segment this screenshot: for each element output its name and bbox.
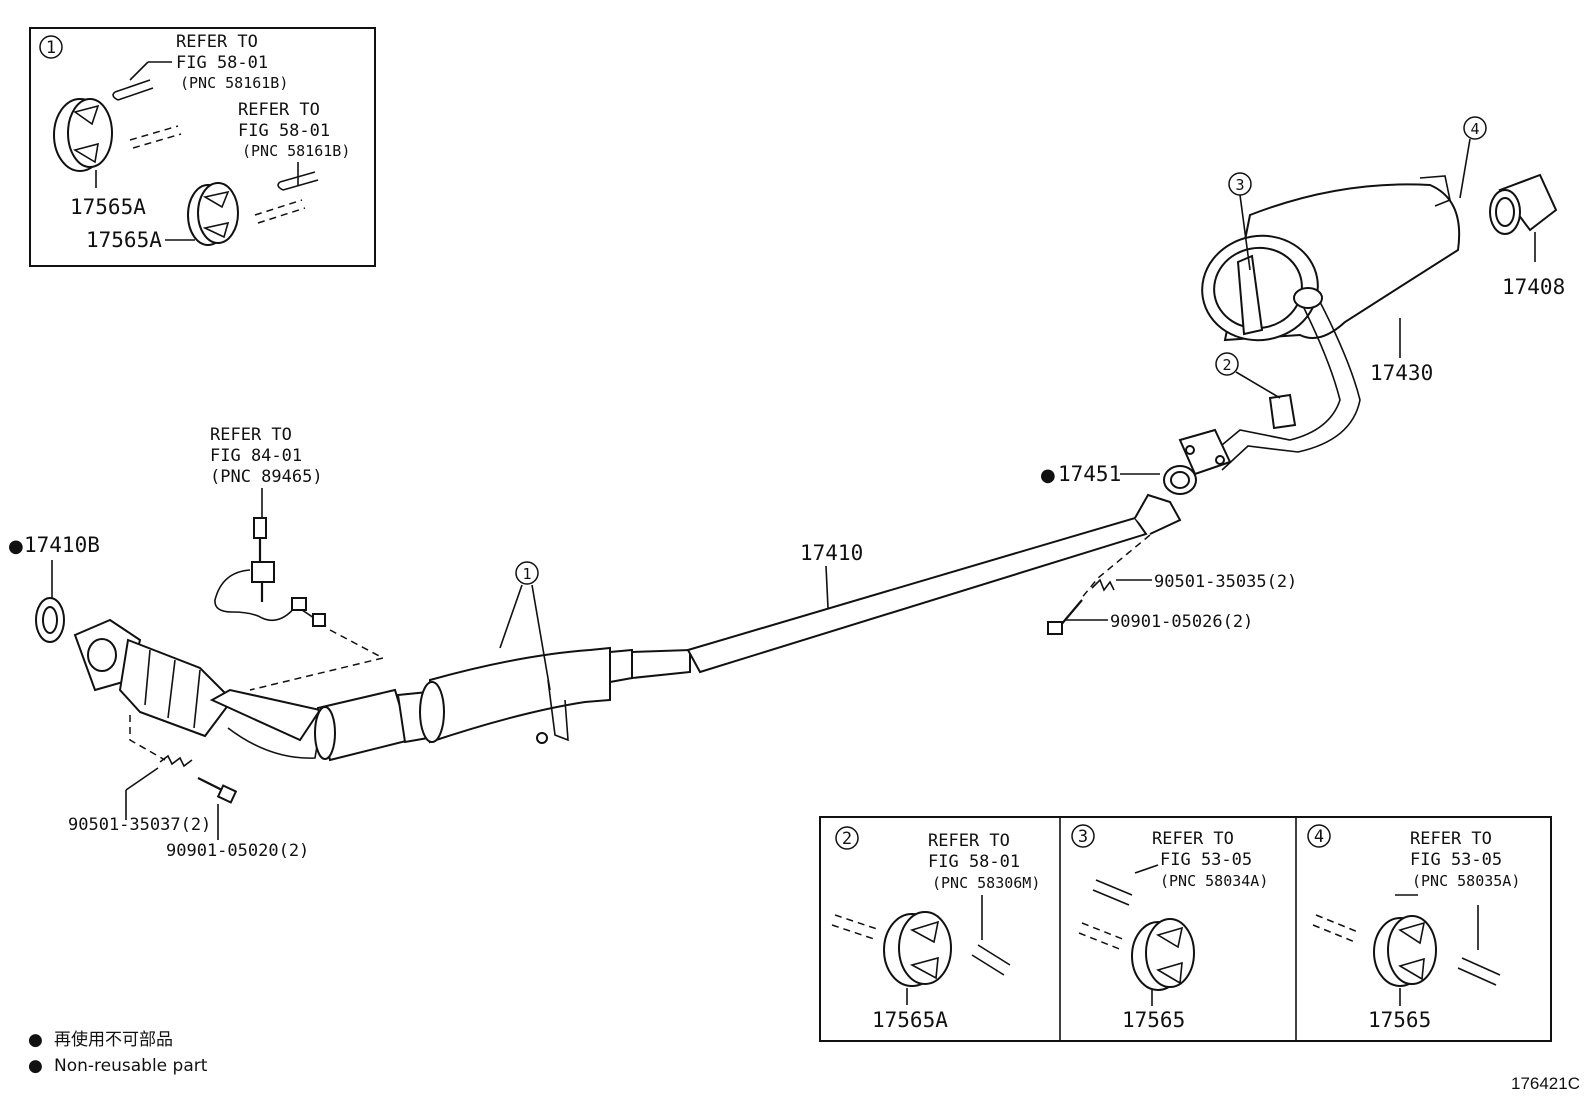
inset-1-ref-b-line2: FIG 58-01 xyxy=(238,121,330,141)
bolt-icon xyxy=(197,777,238,804)
tail-tip-icon xyxy=(1489,173,1558,235)
callout-4: 4 xyxy=(1470,120,1479,138)
inset-1-frame xyxy=(29,27,376,267)
inset-4-line1: REFER TO xyxy=(1410,829,1492,849)
gasket-17451: ● 17451 xyxy=(1040,462,1197,495)
callout-1: 1 xyxy=(522,565,531,583)
inset-2-marker: 2 xyxy=(842,829,852,849)
callout-1-circle xyxy=(515,561,539,585)
bottom-insets-frame xyxy=(819,816,1552,1042)
inset-3-line2: FIG 53-05 xyxy=(1160,850,1252,870)
sensor-ref-line3: (PNC 89465) xyxy=(210,467,323,487)
rubber-hanger-icon xyxy=(1373,915,1437,987)
tail-pipe-17410: 17410 90501-35035(2) 90901-05026(2) xyxy=(686,493,1297,674)
part-17410: 17410 xyxy=(800,541,863,565)
inset-2-part: 17565A xyxy=(872,1008,948,1032)
part-bolt-rear: 90901-05026(2) xyxy=(1110,612,1253,632)
inset-2-line3: (PNC 58306M) xyxy=(932,874,1040,892)
inset-1-marker-circle xyxy=(39,35,63,59)
inset-3-marker: 3 xyxy=(1078,827,1088,847)
inset-1-ref-a-line2: FIG 58-01 xyxy=(176,53,268,73)
tail-tip-17408: 17408 xyxy=(1489,173,1565,299)
inset-4-line2: FIG 53-05 xyxy=(1410,850,1502,870)
oxygen-sensor-group: REFER TO FIG 84-01 (PNC 89465) xyxy=(210,425,386,691)
gasket-ring-icon xyxy=(1163,465,1197,495)
rubber-hanger-icon xyxy=(53,98,113,172)
inset-1-hangers: 1 REFER TO FIG 58-01 (PNC 58161B) REFER … xyxy=(29,27,376,267)
middle-pipe-icon xyxy=(314,646,691,762)
inset-1-part-a: 17565A xyxy=(70,195,146,219)
part-17430: 17430 xyxy=(1370,361,1433,385)
front-exhaust-assembly: ● 17410B xyxy=(8,533,691,861)
part-17408: 17408 xyxy=(1502,275,1565,299)
diagram-id: 176421C xyxy=(1511,1074,1580,1093)
inset-1-marker: 1 xyxy=(46,38,56,58)
inset-2-line2: FIG 58-01 xyxy=(928,852,1020,872)
inset-3: 3 REFER TO FIG 53-05 (PNC 58034A) 17565 xyxy=(1071,824,1268,1032)
inset-3-line1: REFER TO xyxy=(1152,829,1234,849)
oxygen-sensor-icon xyxy=(214,517,327,627)
rubber-hanger-icon xyxy=(187,182,239,246)
legend-english: Non-reusable part xyxy=(54,1056,208,1076)
legend-bullet-jp: ● xyxy=(28,1030,43,1050)
bolt-icon xyxy=(1047,599,1083,635)
callout-4-circle xyxy=(1463,116,1487,140)
spring-icon xyxy=(1091,578,1115,592)
inset-1-ref-a-line3: (PNC 58161B) xyxy=(180,74,288,92)
muffler-17430: 17430 2 3 4 xyxy=(1178,116,1487,476)
inset-1-part-b: 17565A xyxy=(86,228,162,252)
catalytic-converter-icon xyxy=(73,618,322,759)
inset-4-part: 17565 xyxy=(1368,1008,1431,1032)
inset-4-line3: (PNC 58035A) xyxy=(1412,872,1520,890)
sensor-ref-line2: FIG 84-01 xyxy=(210,446,302,466)
inset-2: 2 REFER TO FIG 58-01 (PNC 58306M) 17565A xyxy=(831,826,1040,1032)
sensor-ref-line1: REFER TO xyxy=(210,425,292,445)
callout-3: 3 xyxy=(1235,176,1244,194)
bottom-insets: 2 REFER TO FIG 58-01 (PNC 58306M) 17565A… xyxy=(819,816,1552,1042)
gasket-ring-icon xyxy=(35,597,65,643)
part-17410B: 17410B xyxy=(24,533,100,557)
non-reusable-bullet: ● xyxy=(8,536,24,557)
inset-3-part: 17565 xyxy=(1122,1008,1185,1032)
inset-3-line3: (PNC 58034A) xyxy=(1160,872,1268,890)
non-reusable-bullet: ● xyxy=(1040,465,1056,486)
part-bolt-front: 90901-05020(2) xyxy=(166,841,309,861)
rubber-hanger-icon xyxy=(1131,918,1195,991)
rubber-hanger-icon xyxy=(883,911,952,987)
inset-4: 4 REFER TO FIG 53-05 (PNC 58035A) 17565 xyxy=(1307,824,1520,1032)
inset-2-line1: REFER TO xyxy=(928,831,1010,851)
spring-icon xyxy=(159,754,193,768)
inset-4-marker: 4 xyxy=(1314,827,1324,847)
callout-2-circle xyxy=(1215,352,1239,376)
legend-bullet-en: ● xyxy=(28,1056,43,1076)
inset-1-ref-b-line1: REFER TO xyxy=(238,100,320,120)
callout-2: 2 xyxy=(1222,356,1231,374)
legend-japanese: 再使用不可部品 xyxy=(54,1029,173,1050)
part-17451: 17451 xyxy=(1058,462,1121,486)
muffler-icon xyxy=(1178,175,1461,476)
part-spring-rear: 90501-35035(2) xyxy=(1154,572,1297,592)
legend: ● 再使用不可部品 ● Non-reusable part xyxy=(28,1029,208,1076)
hanger-rod xyxy=(114,79,154,101)
part-spring-front: 90501-35037(2) xyxy=(68,815,211,835)
inset-1-ref-a-line1: REFER TO xyxy=(176,32,258,52)
inset-1-ref-b-line3: (PNC 58161B) xyxy=(242,142,350,160)
